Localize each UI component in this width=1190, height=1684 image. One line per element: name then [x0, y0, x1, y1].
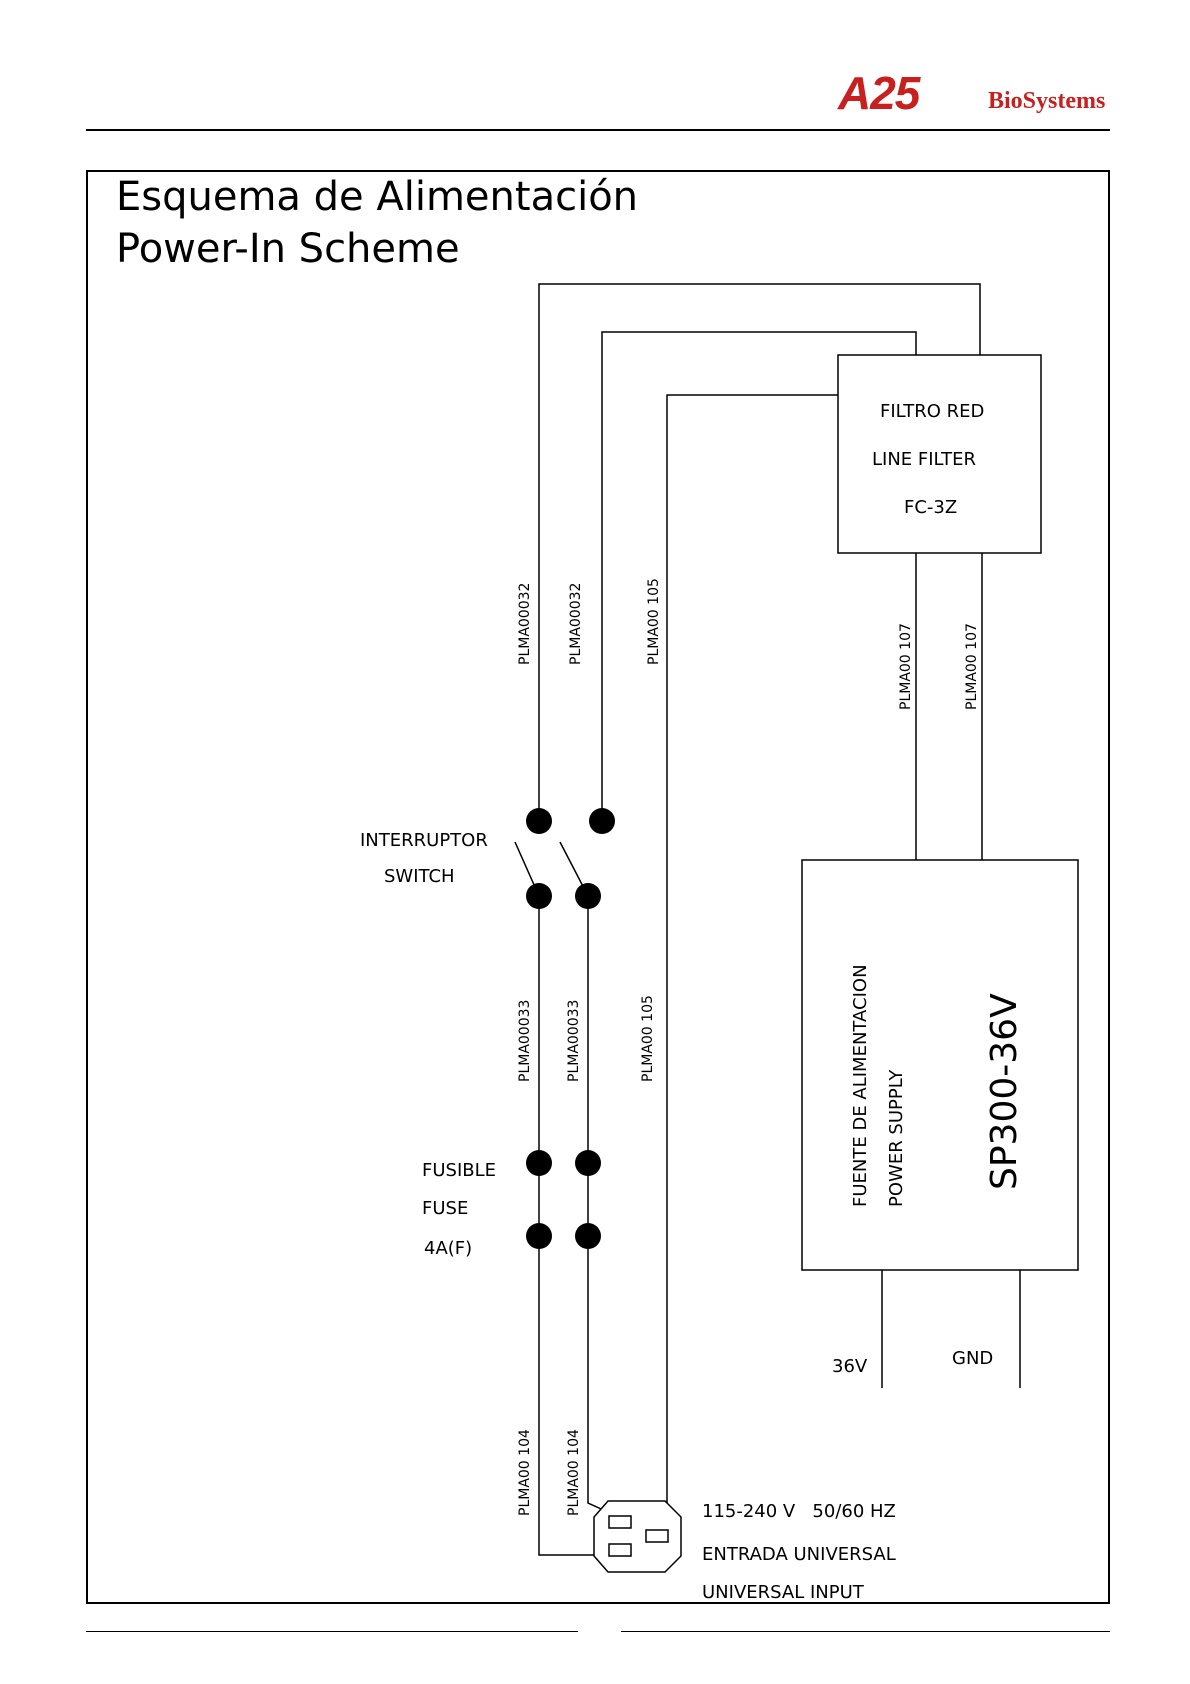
brand-mark: A25: [838, 67, 920, 119]
title-en: Power-In Scheme: [116, 226, 460, 272]
psu-model: SP300-36V: [984, 993, 1025, 1190]
fuse-label-en: FUSE: [422, 1198, 468, 1219]
output-36v-label: 36V: [832, 1356, 868, 1377]
brand-logo: A25 BioSystems: [838, 66, 1118, 126]
wire-code-mid-3: PLMA00 105: [640, 995, 656, 1082]
wire-upper-2: [601, 331, 917, 816]
wire-code-low-1: PLMA00 104: [517, 1429, 533, 1516]
output-gnd-label: GND: [952, 1348, 993, 1369]
wire-code-low-2: PLMA00 104: [566, 1429, 582, 1516]
connector-pin-1: [608, 1515, 632, 1529]
fuse-terminal-top-1: [526, 1150, 552, 1176]
wire-code-mid-2: PLMA00033: [566, 1000, 582, 1082]
filter-label-en: LINE FILTER: [872, 449, 976, 470]
footer-rule-left: [86, 1631, 578, 1632]
connector-pin-3: [645, 1529, 669, 1543]
wire-code-upper-1: PLMA00032: [517, 583, 533, 665]
header-rule: [86, 129, 1110, 131]
input-label-en: UNIVERSAL INPUT: [702, 1582, 865, 1603]
fuse-rating: 4A(F): [424, 1238, 472, 1259]
switch-label-en: SWITCH: [384, 866, 455, 887]
switch-terminal-top-2: [589, 808, 615, 834]
universal-input-connector: [593, 1500, 682, 1573]
psu-label-es: FUENTE DE ALIMENTACION: [850, 964, 871, 1207]
fuse-label-es: FUSIBLE: [422, 1160, 496, 1181]
brand-name: BioSystems: [988, 88, 1106, 114]
switch-terminal-top-1: [526, 808, 552, 834]
switch-label-es: INTERRUPTOR: [360, 830, 488, 851]
wire-code-filter-out-2: PLMA00 107: [964, 623, 980, 710]
psu-label-en: POWER SUPPLY: [886, 1069, 907, 1207]
filter-label-es: FILTRO RED: [880, 401, 984, 422]
title-es: Esquema de Alimentación: [116, 174, 638, 220]
connector-pin-2: [608, 1543, 632, 1557]
fuse-terminal-bottom-1: [526, 1223, 552, 1249]
fuse-terminal-bottom-2: [575, 1223, 601, 1249]
wire-low-2: [587, 1236, 611, 1514]
wire-code-upper-2: PLMA00032: [568, 583, 584, 665]
terminals: [526, 808, 615, 1249]
wire-upper-3: [666, 394, 838, 1548]
wire-codes: PLMA00032 PLMA00032 PLMA00 105 PLMA00 10…: [517, 578, 980, 1516]
wire-code-mid-1: PLMA00033: [517, 1000, 533, 1082]
switch-terminal-bottom-1: [526, 883, 552, 909]
fuse-terminal-top-2: [575, 1150, 601, 1176]
wire-code-upper-3: PLMA00 105: [646, 578, 662, 665]
wire-low-1: [538, 1236, 596, 1556]
input-label-es: ENTRADA UNIVERSAL: [702, 1544, 896, 1565]
switch-terminal-bottom-2: [575, 883, 601, 909]
input-voltage: 115-240 V 50/60 HZ: [702, 1501, 896, 1522]
power-supply-box: [801, 859, 1079, 1271]
line-filter-box: [837, 354, 1042, 554]
filter-model: FC-3Z: [904, 497, 957, 518]
diagram-frame: [86, 170, 1110, 1604]
footer-rule-right: [621, 1631, 1110, 1632]
wire-upper-1: [538, 283, 981, 816]
wire-code-filter-out-1: PLMA00 107: [898, 623, 914, 710]
